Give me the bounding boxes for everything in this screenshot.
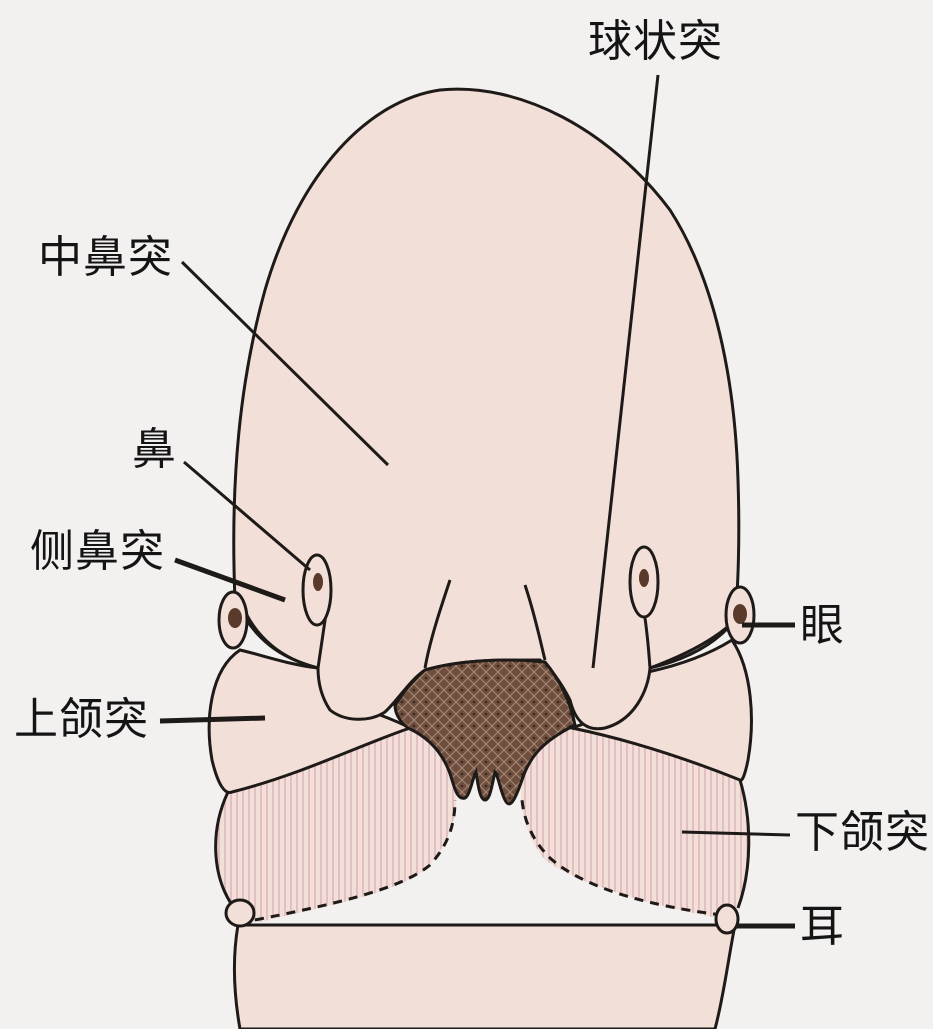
leader-shang-he-tu	[160, 718, 265, 721]
eye-right	[726, 587, 754, 643]
label-xia-he-tu: 下颌突	[795, 811, 930, 855]
nostril-right	[630, 547, 658, 617]
label-qiu-zhuang-tu: 球状突	[588, 20, 723, 64]
ear-right	[716, 905, 738, 933]
label-er: 耳	[800, 905, 845, 949]
head-outline	[234, 89, 739, 729]
eye-left	[219, 592, 247, 648]
label-bi: 鼻	[132, 428, 177, 472]
nostril-left	[303, 555, 331, 625]
neck-body	[234, 925, 735, 1029]
label-zhong-bi-tu: 中鼻突	[38, 236, 173, 280]
label-shang-he-tu: 上颌突	[14, 698, 149, 742]
ear-left	[226, 900, 254, 926]
label-ce-bi-tu: 侧鼻突	[30, 530, 165, 574]
label-yan: 眼	[800, 604, 845, 648]
